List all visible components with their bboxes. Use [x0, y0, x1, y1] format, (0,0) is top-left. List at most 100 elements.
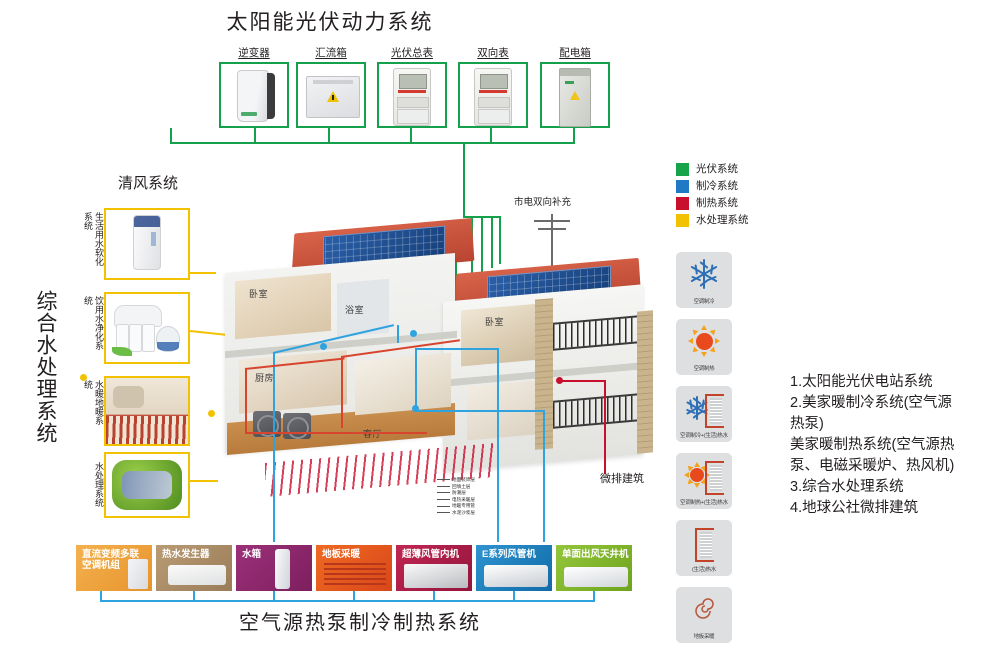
ro-purifier-icon	[112, 305, 182, 356]
pv-wire-seg	[490, 128, 492, 144]
stone-column-right	[637, 310, 653, 454]
desc-line-4: 泵、电磁采暖炉、热风机)	[790, 458, 955, 474]
bottom-bus-drop	[593, 591, 595, 601]
room-living	[355, 352, 451, 416]
snowflake-icon	[676, 256, 732, 292]
sun-water-icon	[676, 457, 732, 495]
bottom-bus-drop	[513, 591, 515, 601]
cooling-pipe-branch	[397, 325, 399, 343]
floor-heating-spiral-icon	[676, 591, 732, 627]
pv-riser	[481, 216, 483, 272]
duct-unit-art	[404, 564, 468, 588]
pv-device-caption-4: 配电箱	[540, 45, 610, 60]
cooling-pipe-vertical	[497, 348, 499, 542]
outdoor-unit-art	[128, 559, 148, 589]
legend-swatch-pv	[676, 163, 689, 176]
water-card-caption-1: 饮用水净化系统	[83, 296, 104, 350]
pv-wire-seg	[254, 128, 256, 144]
mode-icon-caption-5: 地板采暖	[693, 634, 715, 640]
pv-device-box-distribution[interactable]	[540, 62, 610, 128]
mode-icon-ac-cooling[interactable]: 空调制冷	[676, 252, 732, 308]
heating-pipe-vertical	[245, 368, 247, 434]
pole-crossarm	[538, 228, 566, 230]
inverter-icon	[221, 64, 287, 126]
water-card-purifier[interactable]	[104, 292, 190, 364]
pv-wire-seg	[410, 128, 412, 144]
bottom-device-floor-heating[interactable]: 地板采暖	[316, 545, 392, 591]
water-link-line	[190, 272, 216, 274]
bottom-device-water-tank[interactable]: 水箱	[236, 545, 312, 591]
mode-icon-cooling-hotwater[interactable]: 空调制冷+(生活)热水	[676, 386, 732, 442]
pv-device-box-inverter[interactable]	[219, 62, 289, 128]
pv-device-label-0: 逆变器	[238, 47, 270, 59]
floor-heating-room-icon	[106, 378, 188, 444]
pv-riser	[499, 216, 501, 264]
bottom-device-label-3: 地板采暖	[322, 549, 361, 560]
room-label-bedroom-left: 卧室	[249, 289, 269, 299]
pv-device-box-pv-meter[interactable]	[377, 62, 447, 128]
bottom-bus-drop	[433, 591, 435, 601]
cooling-pipe-run	[415, 410, 545, 412]
desc-line-0: 1.太阳能光伏电站系统	[790, 374, 933, 390]
water-card-floor-heating[interactable]	[104, 376, 190, 446]
mode-icon-ac-heating[interactable]: 空调制热	[676, 319, 732, 375]
desc-line-5: 3.综合水处理系统	[790, 479, 904, 495]
bottom-device-slim-duct[interactable]: 超薄风管内机	[396, 545, 472, 591]
pole-crossarm	[534, 220, 570, 222]
bottom-device-dc-inverter-multi[interactable]: 直流变频多联空调机组	[76, 545, 152, 591]
room-label-kitchen: 厨房	[255, 373, 275, 383]
room-bedroom-right	[461, 303, 539, 367]
water-link-line	[190, 480, 218, 482]
bidirectional-meter-icon	[460, 64, 526, 126]
cassette-art	[564, 567, 628, 587]
bottom-device-label-0: 直流变频多联空调机组	[82, 549, 140, 571]
snowflake-water-icon	[676, 390, 732, 428]
floor-coil-art	[324, 563, 386, 587]
cooling-node-dot	[410, 330, 417, 337]
mode-icon-hotwater[interactable]: (生活)热水	[676, 520, 732, 576]
desc-line-2: 热泵)	[790, 416, 824, 432]
bottom-device-label-5: E系列风管机	[482, 549, 536, 560]
pv-wire-seg	[573, 128, 575, 144]
pv-device-label-4: 配电箱	[559, 47, 591, 59]
bottom-device-label-2: 水箱	[242, 549, 262, 560]
bottom-bus-drop	[100, 591, 102, 601]
mode-icon-heating-hotwater[interactable]: 空调制热+(生活)热水	[676, 453, 732, 509]
bottom-device-hot-water-generator[interactable]: 热水发生器	[156, 545, 232, 591]
mode-icon-floor-heating[interactable]: 地板采暖	[676, 587, 732, 643]
water-generator-art	[168, 565, 226, 585]
tank-art	[275, 549, 290, 589]
water-card-softener[interactable]	[104, 208, 190, 280]
desc-line-3: 美家暖制热系统(空气源热	[790, 437, 955, 453]
floor-layer-annotation: 地面装饰层 回填土层 防潮层 电热采暖层 地暖专用管 水泥沙浆层	[437, 477, 497, 517]
legend-item-cooling: 制冷系统	[676, 180, 796, 193]
bottom-device-label-4: 超薄风管内机	[402, 549, 460, 560]
water-card-septic[interactable]	[104, 452, 190, 518]
legend-item-pv: 光伏系统	[676, 163, 796, 176]
pv-device-box-bidirectional-meter[interactable]	[458, 62, 528, 128]
floor-layer-5: 水泥沙浆层	[437, 510, 497, 517]
fresh-air-system-title: 清风系统	[118, 175, 179, 192]
water-card-caption-3: 水处理系统	[94, 462, 104, 507]
bottom-bus-horizontal	[100, 600, 595, 602]
pv-device-box-combiner[interactable]	[296, 62, 366, 128]
legend-label-water: 水处理系统	[696, 214, 749, 226]
bottom-title: 空气源热泵制冷制热系统	[239, 612, 481, 634]
house-cutaway-illustration: 卧室 浴室 卧室 厨房 客厅	[205, 215, 675, 515]
bottom-device-one-way-cassette[interactable]: 单面出风天井机	[556, 545, 632, 591]
cooling-pipe-run	[415, 348, 499, 350]
water-node-dot	[80, 374, 87, 381]
cooling-pipe-vertical	[273, 352, 275, 542]
legend-label-heating: 制热系统	[696, 197, 738, 209]
legend-swatch-cooling	[676, 180, 689, 193]
pv-device-caption-1: 汇流箱	[296, 45, 366, 60]
bottom-device-e-series-duct[interactable]: E系列风管机	[476, 545, 552, 591]
heating-pipe-vertical	[341, 356, 343, 428]
pv-device-label-2: 光伏总表	[391, 47, 433, 59]
mode-icon-caption-1: 空调制热	[693, 366, 715, 372]
pv-bus-horizontal	[170, 142, 575, 144]
cooling-pipe-drop	[415, 348, 417, 412]
septic-tank-icon	[112, 460, 182, 510]
pv-meter-icon	[379, 64, 445, 126]
